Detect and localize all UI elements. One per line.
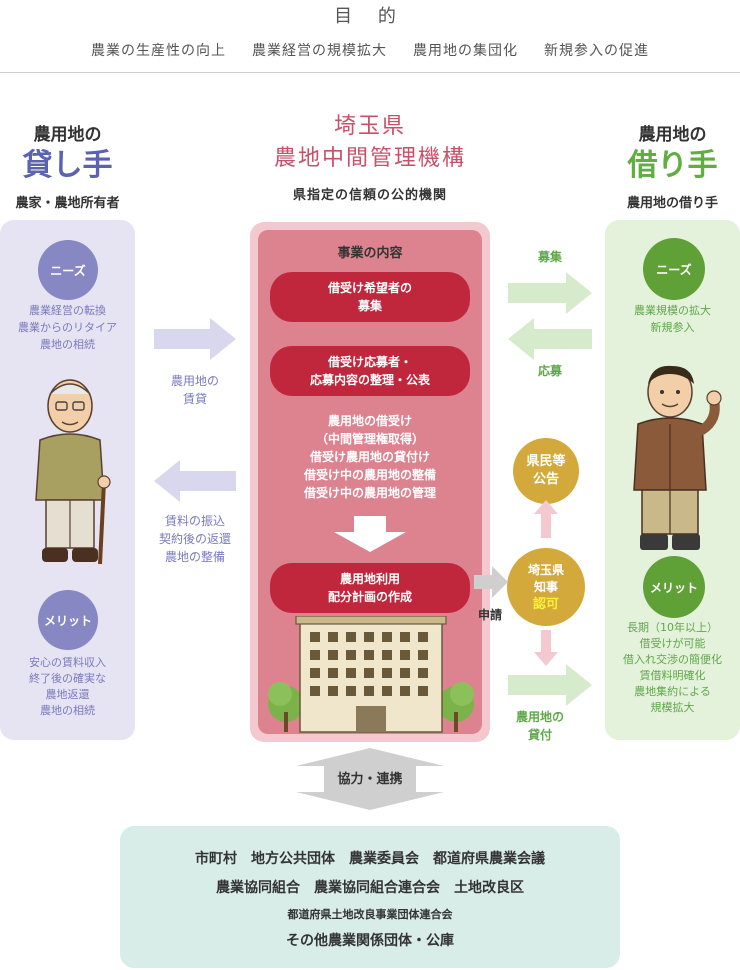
list-item: 規模拡大 [650,701,695,714]
double-arrow-icon [296,748,444,810]
arrow-right-icon [508,664,592,706]
application-label: 申請 [477,608,502,622]
list-item: 農地の相続 [40,338,95,351]
borrower-role: 借り手 [627,148,718,183]
list-item: 新規参入 [650,321,695,334]
lender-merit-badge: メリット [38,590,98,650]
partner-line: 市町村 地方公共団体 農業委員会 都道府県農業会議 [195,851,545,867]
governor-badge: 埼玉県 知事 認可 [507,548,585,626]
arrow-up-icon [534,500,558,538]
list-item: 農地返還 [45,688,90,701]
apply-label: 応募 [537,364,562,378]
operations-list: 農用地の借受け （中間管理権取得） 借受け農用地の貸付け 借受け中の農用地の整備… [258,412,482,502]
list-item: 賃借料明確化 [639,669,706,682]
list-item: 農用地の借受け [327,414,412,428]
list-item: 農地集約による [634,685,711,698]
step-plan: 農用地利用 配分計画の作成 [270,563,470,613]
lender-role: 貸し手 [22,148,113,183]
borrower-merit-list: 長期（10年以上） 借受けが可能 借入れ交渉の簡便化 賃借料明確化 農地集約によ… [605,620,740,716]
list-item: 農業からのリタイア [18,321,117,334]
arrow-right-icon [508,272,592,314]
list-item: 安心の賃料収入 [29,656,106,669]
org-subtitle: 県指定の信頼の公的機関 [292,188,447,203]
step-recruit: 借受け希望者の 募集 [270,272,470,322]
list-item: 借受け中の農用地の管理 [303,486,436,500]
lender-subtitle: 農家・農地所有者 [15,196,120,211]
purpose-goals: 農業の生産性の向上 農業経営の規模拡大 農用地の集団化 新規参入の促進 [0,40,740,60]
org-name: 農地中間管理機構 [273,146,466,171]
arrow-right-icon [474,566,508,598]
young-farmer-illustration [633,365,722,550]
lender-needs-list: 農業経営の転換 農業からのリタイア 農地の相続 [0,302,135,353]
goal-item: 農用地の集団化 [413,43,518,59]
borrower-subtitle: 農用地の借り手 [626,196,718,211]
goal-item: 新規参入の促進 [544,43,649,59]
purpose-title: 目 的 [334,6,406,27]
lease-label: 農用地の 賃貸 [170,374,219,406]
cooperation-label: 協力・連携 [337,772,403,787]
step-organize: 借受け応募者・ 応募内容の整理・公表 [270,346,470,396]
partner-line: 都道府県土地改良事業団体連合会 [287,908,453,921]
arrow-down-icon [334,516,406,552]
header-divider [0,72,740,73]
public-notice-badge: 県民等 公告 [513,438,579,504]
partner-line: その他農業関係団体・公庫 [286,933,454,949]
list-item: 農業規模の拡大 [634,304,711,317]
list-item: 長期（10年以上） [627,621,718,634]
arrow-down-icon [534,630,558,666]
arrow-right-icon [154,318,236,360]
partner-line: 農業協同組合 農業協同組合連合会 土地改良区 [216,880,524,896]
borrower-needs-list: 農業規模の拡大 新規参入 [605,302,740,336]
approval-text: 認可 [532,596,559,612]
lender-merit-list: 安心の賃料収入 終了後の確実な 農地返還 農地の相続 [0,655,135,719]
list-item: 借受け農用地の貸付け [309,450,430,464]
rent-label: 賃料の振込 契約後の返還 農地の整備 [158,514,231,564]
list-item: 借受け中の農用地の整備 [303,468,436,482]
goal-item: 農業経営の規模拡大 [252,43,387,59]
goal-item: 農業の生産性の向上 [91,43,226,59]
list-item: 借受けが可能 [639,637,706,650]
list-item: 借入れ交渉の簡便化 [623,653,722,666]
list-item: （中間管理権取得） [315,432,424,446]
borrower-prefix: 農用地の [638,125,707,145]
arrow-left-icon [154,460,236,502]
elderly-farmer-illustration [35,379,111,565]
list-item: 農地の相続 [40,704,95,717]
partner-box [120,826,620,968]
lender-prefix: 農用地の [33,125,102,145]
borrower-merit-badge: メリット [643,556,705,618]
lender-needs-badge: ニーズ [38,240,98,300]
borrower-needs-badge: ニーズ [643,238,705,300]
org-prefecture: 埼玉県 [333,114,406,139]
list-item: 農業経営の転換 [29,304,106,317]
lending-label: 農用地の 貸付 [515,710,564,742]
building-illustration [268,616,474,733]
recruit-label: 募集 [537,250,562,264]
list-item: 終了後の確実な [29,672,106,685]
business-title: 事業の内容 [337,246,403,261]
arrow-left-icon [508,318,592,360]
